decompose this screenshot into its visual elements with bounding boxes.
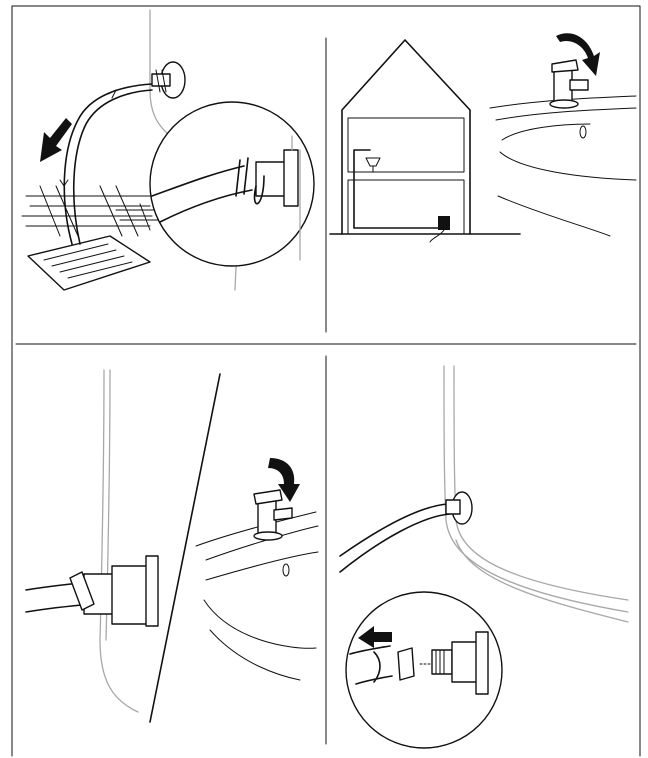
panel-drain-hose	[21, 9, 315, 291]
drain-hose	[59, 83, 153, 245]
main-stopcock	[438, 216, 450, 230]
wall-valve	[151, 61, 186, 99]
floor-drain-grate	[27, 235, 151, 291]
close-tap-arrow-icon	[268, 458, 300, 502]
sink-with-tap-closing	[195, 489, 319, 681]
floor-tile-grid	[21, 185, 177, 237]
house-sink	[365, 157, 381, 173]
hose-on-wall	[339, 491, 473, 573]
disconnect-detail-magnifier	[345, 591, 503, 749]
pull-hose-arrow-icon	[358, 626, 392, 648]
house-outline	[329, 39, 521, 235]
detail-magnifier	[149, 101, 315, 267]
sink-with-tap	[489, 59, 637, 237]
panel-dividers	[15, 37, 637, 745]
page-frame	[11, 5, 641, 757]
open-tap-arrow-icon	[556, 33, 600, 76]
tap-valve-connection	[25, 555, 159, 627]
panel-close-tap	[25, 369, 319, 723]
panel-house-supply	[329, 33, 637, 243]
supply-pipe	[353, 149, 441, 229]
downward-arrow-icon	[40, 118, 72, 162]
panel-disconnect-hose	[339, 365, 629, 749]
